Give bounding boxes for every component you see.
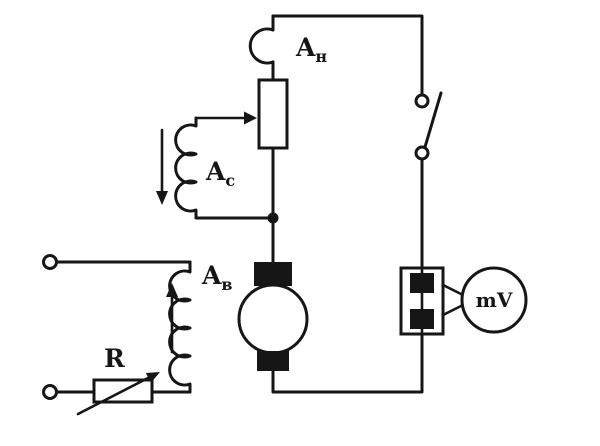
current-arrow-up-icon [166, 283, 178, 297]
shunt-resistor [257, 78, 289, 150]
ammeter-load-loop [248, 27, 275, 65]
rheostat-arrow-line [76, 375, 152, 416]
current-arrow-down-icon [156, 191, 168, 205]
switch-contact-top [414, 93, 430, 109]
ammeter-field-label-sub: в [221, 275, 232, 294]
wire-top [271, 14, 424, 97]
ammeter-series-label-base: A [205, 157, 226, 186]
terminal-bottom [42, 384, 58, 400]
series-coil [174, 116, 275, 220]
motor-brush-top [254, 262, 292, 286]
rheostat-label: R [104, 344, 125, 373]
tap-arrow-icon [244, 111, 257, 125]
ammeter-field-label-base: A [201, 261, 222, 290]
motor-brush-bottom [257, 351, 289, 371]
shunt-terminal-top [410, 273, 434, 293]
mv-lead-bottom [441, 303, 465, 317]
rheostat-arrow-icon [145, 372, 160, 383]
ammeter-series-label-sub: с [225, 171, 235, 190]
motor-body [237, 283, 309, 355]
millivoltmeter-label: mV [476, 288, 513, 312]
ammeter-field-label: Aв [201, 261, 233, 294]
ammeter-load-label: Aн [295, 33, 327, 66]
switch-blade [423, 91, 443, 149]
ammeter-load-label-sub: н [315, 47, 327, 66]
ammeter-load-label-base: A [295, 33, 316, 62]
mv-lead-top [441, 283, 465, 297]
shunt-terminal-bottom [410, 309, 434, 329]
millivoltmeter [460, 266, 528, 334]
terminal-top [42, 254, 58, 270]
ammeter-series-label: Aс [205, 157, 235, 190]
switch-contact-bottom [414, 145, 430, 161]
wire-bottom [271, 332, 424, 394]
